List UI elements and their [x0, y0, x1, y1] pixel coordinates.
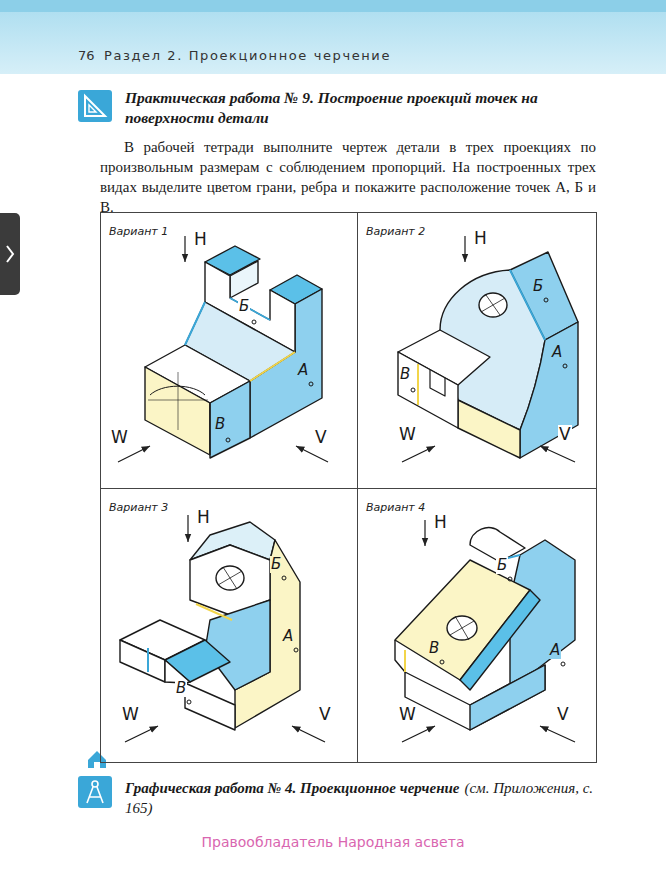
point-label: А — [282, 628, 294, 645]
work-title: Графическая работа № 4. Проекционное чер… — [125, 780, 459, 796]
task-text: В рабочей тетради выполните чертеж детал… — [100, 137, 596, 217]
point-label: В — [214, 416, 226, 433]
view-direction-label: W — [121, 705, 140, 724]
point-label: В — [175, 680, 187, 697]
header-strip — [0, 0, 666, 12]
part-variant-2 — [398, 252, 578, 458]
variant-caption: Вариант 4 — [366, 501, 425, 514]
variant-panel: Вариант 1 — [100, 212, 358, 489]
point-label: В — [428, 640, 440, 657]
graphic-work-note: Графическая работа № 4. Проекционное чер… — [125, 778, 595, 818]
part-variant-4 — [395, 528, 575, 730]
task-heading: Практическая работа № 9. Построение прое… — [125, 88, 595, 128]
view-direction-label: H — [196, 508, 211, 527]
view-direction-label: H — [433, 513, 448, 532]
point-label: А — [549, 642, 561, 659]
variant-caption: Вариант 1 — [109, 225, 168, 238]
view-direction-label: H — [193, 230, 208, 249]
variant-caption: Вариант 2 — [366, 225, 425, 238]
variant-caption: Вариант 3 — [109, 501, 168, 514]
view-direction-label: V — [558, 425, 572, 444]
view-direction-label: V — [556, 705, 570, 724]
part-variant-1 — [145, 246, 322, 458]
point-label: В — [399, 366, 411, 383]
point-label: Б — [532, 278, 544, 295]
point-label: Б — [270, 556, 282, 573]
view-direction-label: W — [110, 428, 129, 447]
watermark: Правообладатель Народная асвета — [0, 834, 666, 850]
side-tab — [0, 213, 20, 295]
point-label: Б — [238, 298, 250, 315]
page-number: 76 — [78, 48, 95, 63]
view-direction-label: W — [398, 705, 417, 724]
variant-2-marks — [402, 236, 575, 462]
point-label: А — [297, 362, 309, 379]
view-direction-label: H — [473, 229, 488, 248]
view-direction-label: V — [314, 428, 328, 447]
point-label: А — [551, 344, 563, 361]
variant-1-marks — [118, 236, 328, 462]
part-variant-3 — [120, 522, 300, 730]
view-direction-label: V — [318, 705, 332, 724]
home-icon — [88, 751, 106, 768]
section-header: Раздел 2. Проекционное черчение — [104, 48, 391, 63]
task-icon — [78, 90, 112, 122]
header-band — [0, 0, 666, 74]
compass-icon — [78, 776, 112, 808]
variant-4-marks — [402, 520, 575, 742]
variant-3-marks — [125, 515, 325, 742]
view-direction-label: W — [398, 425, 417, 444]
point-label: Б — [496, 557, 508, 574]
